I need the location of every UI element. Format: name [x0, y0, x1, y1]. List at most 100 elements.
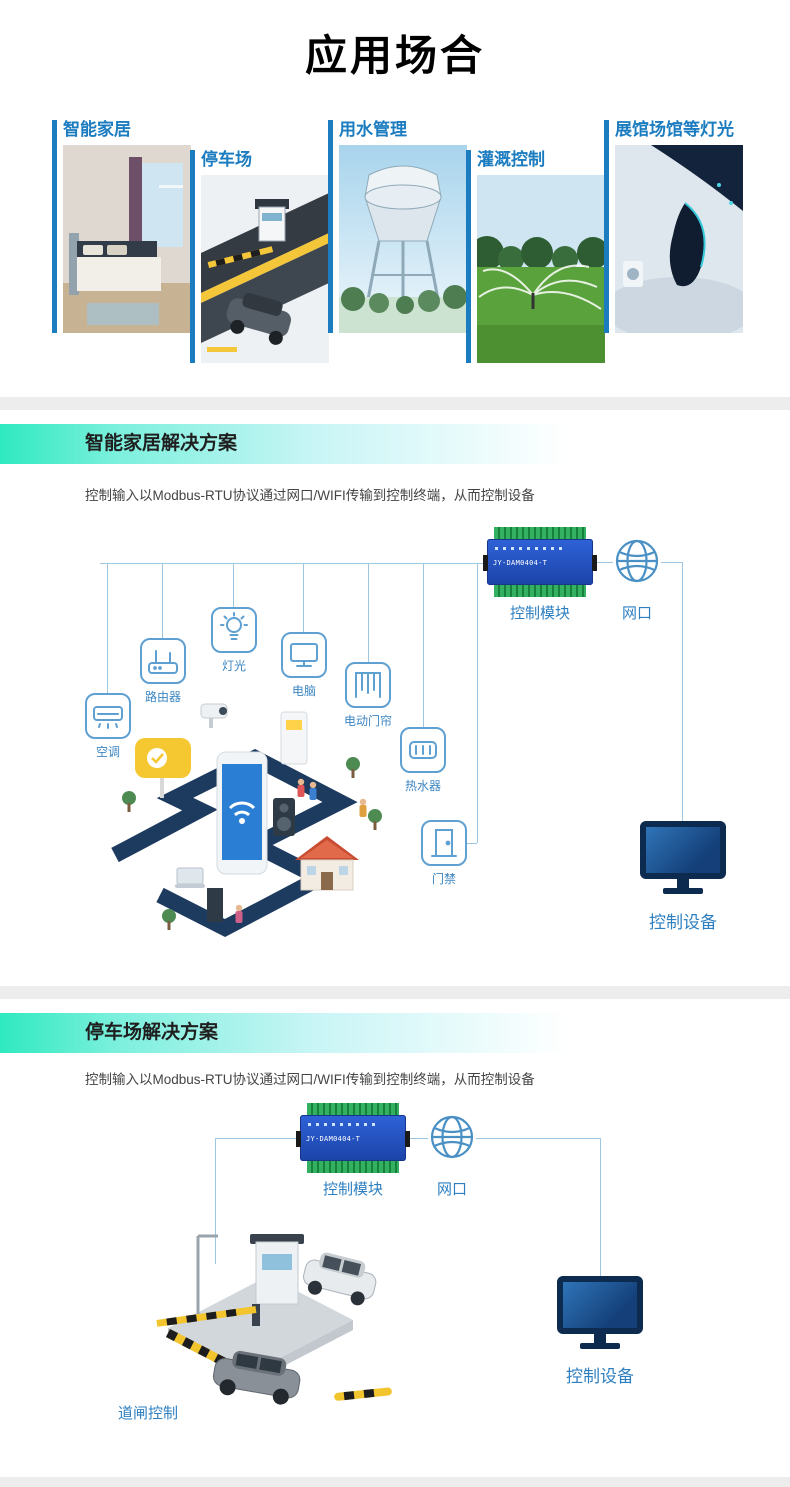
scene-label: 用水管理 [339, 120, 407, 139]
connector-line [303, 563, 304, 632]
section-description: 控制输入以Modbus-RTU协议通过网口/WIFI传输到控制终端，从而控制设备 [85, 488, 535, 503]
terminal-strip [307, 1103, 399, 1115]
network-port-globe-icon [613, 537, 661, 585]
water-heater-icon [409, 741, 437, 759]
light-icon [220, 612, 248, 640]
irrigation-illustration [477, 175, 605, 363]
control-device-label: 控制设备 [566, 1367, 634, 1386]
accent-bar [190, 150, 195, 363]
mount-ear [592, 555, 597, 571]
gate-control-label: 道闸控制 [117, 1405, 178, 1422]
terminal-strip [494, 527, 586, 539]
bedroom-illustration [63, 145, 191, 333]
section-header-band: 智能家居解决方案 [0, 424, 790, 464]
control-device-monitor-icon [640, 821, 726, 894]
node-label: 路由器 [144, 690, 181, 704]
connector-line [368, 563, 369, 662]
section-heading: 智能家居解决方案 [85, 433, 238, 454]
parking-illustration [201, 175, 329, 363]
node-computer [281, 632, 327, 678]
air-conditioner-icon [93, 706, 123, 729]
terminal-strip [494, 585, 586, 597]
node-label: 电脑 [291, 684, 316, 698]
connector-line [593, 562, 613, 563]
water-tower-photo [339, 145, 467, 333]
module-body: JY-DAM0404-T [300, 1115, 406, 1161]
node-label: 灯光 [221, 659, 246, 673]
scene-card-water: 用水管理 [328, 118, 468, 333]
connector-line [233, 563, 234, 607]
scene-card-smart-home: 智能家居 [52, 118, 192, 333]
monitor-screen [557, 1276, 643, 1334]
connector-line [467, 843, 477, 844]
connector-line [100, 563, 487, 564]
monitor-base [663, 888, 703, 894]
node-light [211, 607, 257, 653]
exhibition-lighting-photo [615, 145, 743, 333]
accent-bar [52, 120, 57, 333]
node-door-access [421, 820, 467, 866]
terminal-strip [307, 1161, 399, 1173]
router-icon [148, 650, 178, 674]
control-device-label: 控制设备 [649, 913, 717, 932]
parking-gate-illustration [138, 1208, 403, 1408]
control-device-monitor-icon [557, 1276, 643, 1349]
module-model-text: JY-DAM0404-T [493, 559, 548, 567]
computer-icon [290, 643, 318, 667]
section-divider [0, 1477, 790, 1487]
node-label: 热水器 [404, 779, 441, 793]
network-port-label: 网口 [436, 1181, 467, 1198]
irrigation-photo [477, 175, 605, 363]
control-module-image: JY-DAM0404-T [483, 527, 597, 597]
control-module-image: JY-DAM0404-T [296, 1103, 410, 1173]
monitor-neck [677, 879, 689, 888]
scene-label: 灌溉控制 [477, 150, 545, 169]
module-leds [308, 1123, 380, 1126]
accent-bar [604, 120, 609, 333]
page-title: 应用场合 [304, 32, 485, 79]
node-electric-curtain [345, 662, 391, 708]
connector-line [107, 563, 108, 693]
scene-label: 智能家居 [63, 120, 131, 139]
mount-ear [405, 1131, 410, 1147]
accent-bar [328, 120, 333, 333]
connector-line [162, 563, 163, 638]
smart-home-photo [63, 145, 191, 333]
section-header-band: 停车场解决方案 [0, 1013, 790, 1053]
connector-line [682, 562, 683, 821]
node-router [140, 638, 186, 684]
network-port-label: 网口 [621, 605, 652, 622]
node-air-conditioner [85, 693, 131, 739]
monitor-screen [640, 821, 726, 879]
section-heading: 停车场解决方案 [85, 1022, 219, 1043]
connector-line [661, 562, 682, 563]
mount-ear [483, 555, 488, 571]
connector-line [477, 563, 478, 843]
electric-curtain-icon [355, 672, 381, 698]
section-description: 控制输入以Modbus-RTU协议通过网口/WIFI传输到控制终端，从而控制设备 [85, 1072, 535, 1087]
monitor-base [580, 1343, 620, 1349]
connector-line [215, 1138, 300, 1139]
node-label: 门禁 [431, 872, 456, 886]
water-tower-illustration [339, 145, 467, 333]
connector-line [423, 563, 424, 727]
network-port-globe-icon [428, 1113, 476, 1161]
mount-ear [296, 1131, 301, 1147]
module-body: JY-DAM0404-T [487, 539, 593, 585]
scene-label: 展馆场馆等灯光 [615, 120, 734, 139]
section-divider [0, 986, 790, 999]
node-water-heater [400, 727, 446, 773]
connector-line [406, 1138, 428, 1139]
accent-bar [466, 150, 471, 363]
connector-line [215, 1138, 216, 1264]
monitor-neck [594, 1334, 606, 1343]
module-label: 控制模块 [509, 605, 570, 622]
scene-card-irrigation: 灌溉控制 [466, 148, 606, 363]
smart-home-scene-illustration [105, 690, 417, 958]
connector-line [476, 1138, 600, 1139]
node-label: 空调 [95, 745, 120, 759]
parking-lot-photo [201, 175, 329, 363]
exhibition-illustration [615, 145, 743, 333]
connector-line [600, 1138, 601, 1276]
section-divider [0, 397, 790, 410]
